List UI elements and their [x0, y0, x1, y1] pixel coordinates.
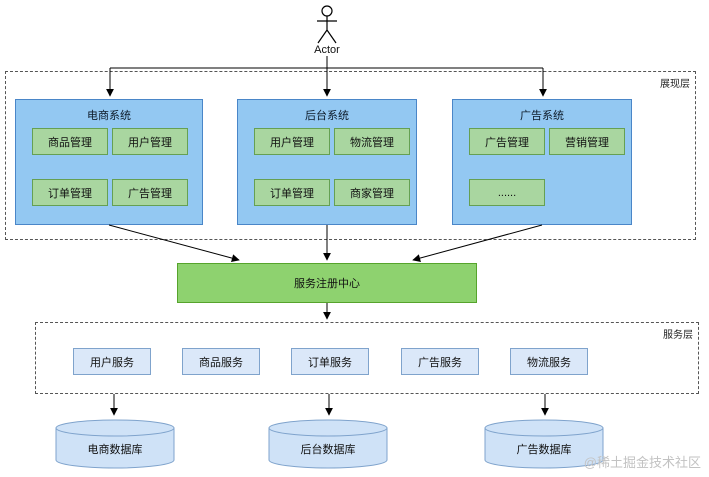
database-label: 广告数据库 — [516, 444, 572, 456]
module-order-management: 订单管理 — [254, 179, 330, 206]
system-title: 电商系统 — [87, 110, 131, 122]
actor-icon — [315, 5, 339, 45]
presentation-layer-box: 展现层 — [5, 71, 696, 240]
module-merchant-management: 商家管理 — [334, 179, 410, 206]
presentation-layer-label: 展现层 — [660, 79, 690, 90]
service-ad: 广告服务 — [401, 348, 479, 375]
service-order: 订单服务 — [291, 348, 369, 375]
module-user-management: 用户管理 — [254, 128, 330, 155]
module-order-management: 订单管理 — [32, 179, 108, 206]
system-ads: 广告系统 广告管理 营销管理 ...... — [452, 99, 632, 225]
service-user: 用户服务 — [73, 348, 151, 375]
service-product: 商品服务 — [182, 348, 260, 375]
database-ads: 广告数据库 — [484, 418, 604, 470]
module-product-management: 商品管理 — [32, 128, 108, 155]
database-cylinder-icon — [484, 419, 604, 469]
database-label: 后台数据库 — [300, 444, 356, 456]
system-backend: 后台系统 用户管理 物流管理 订单管理 商家管理 — [237, 99, 417, 225]
service-layer-box: 服务层 — [35, 322, 699, 394]
module-logistics-management: 物流管理 — [334, 128, 410, 155]
actor-label: Actor — [314, 44, 340, 56]
module-ellipsis: ...... — [469, 179, 545, 206]
database-label: 电商数据库 — [87, 444, 143, 456]
service-layer-label: 服务层 — [663, 330, 693, 341]
database-ecommerce: 电商数据库 — [55, 418, 175, 470]
watermark: @稀土掘金技术社区 — [583, 455, 701, 470]
database-cylinder-icon — [55, 419, 175, 469]
module-marketing-management: 营销管理 — [549, 128, 625, 155]
database-cylinder-icon — [268, 419, 388, 469]
module-ad-management: 广告管理 — [469, 128, 545, 155]
system-title: 广告系统 — [520, 110, 564, 122]
database-backend: 后台数据库 — [268, 418, 388, 470]
system-ecommerce: 电商系统 商品管理 用户管理 订单管理 广告管理 — [15, 99, 203, 225]
module-user-management: 用户管理 — [112, 128, 188, 155]
system-title: 后台系统 — [305, 110, 349, 122]
module-ad-management: 广告管理 — [112, 179, 188, 206]
service-registry-box: 服务注册中心 — [177, 263, 477, 303]
service-logistics: 物流服务 — [510, 348, 588, 375]
